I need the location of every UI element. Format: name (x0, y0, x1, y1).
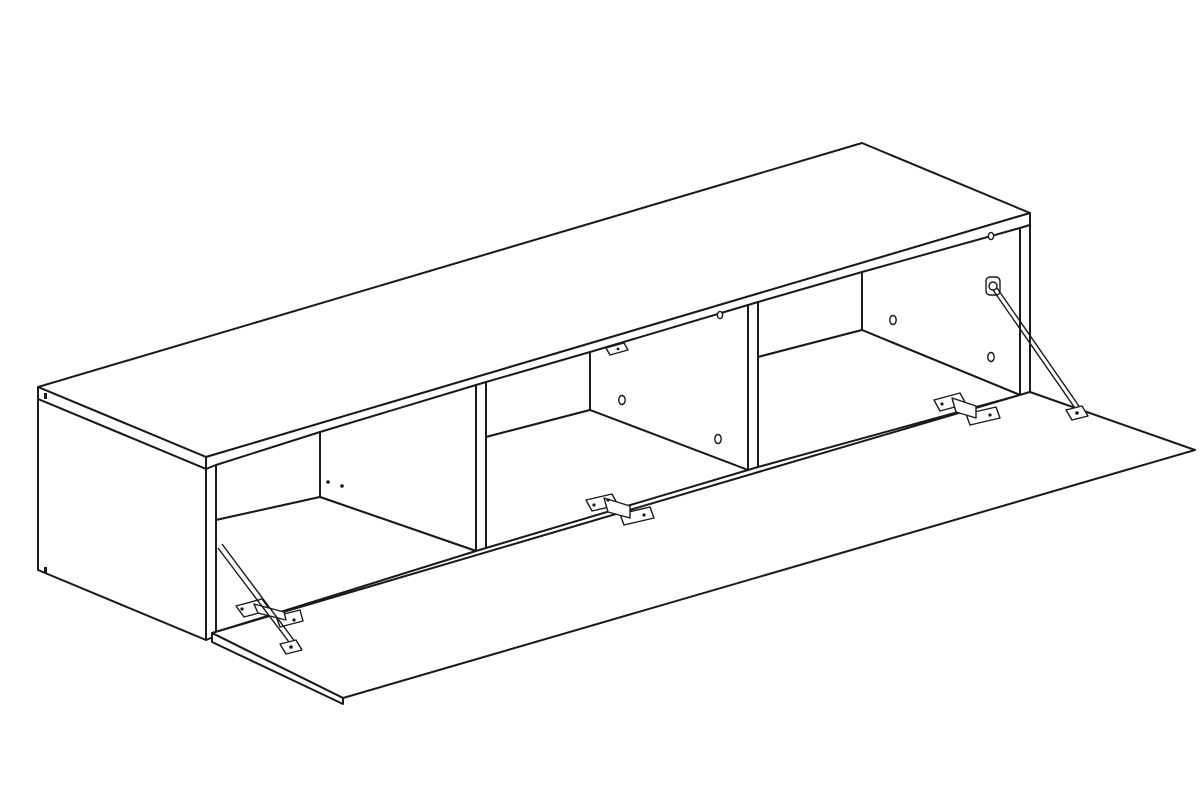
hinge-plate (275, 609, 304, 628)
mounting-hole (987, 231, 995, 241)
hinge-plate (965, 406, 1001, 426)
lid-stay-right (985, 276, 1089, 421)
hinge-left (235, 598, 304, 628)
hinge-screw (606, 498, 610, 502)
shelf-pin-hole (326, 480, 330, 484)
hinge-screw (292, 618, 296, 622)
hinge-middle (585, 493, 655, 526)
hinge-knuckle (253, 603, 287, 621)
hinge-knuckle (603, 497, 631, 519)
left-side-front-edge (205, 464, 217, 641)
compartment-right (757, 227, 1021, 468)
shelf-pin-hole (340, 484, 344, 488)
divider-right (747, 301, 759, 471)
drop-down-flap (211, 391, 1196, 705)
hinge-screw (988, 413, 992, 417)
hinge-screw (642, 513, 646, 517)
stay-rod (992, 289, 1078, 412)
hinge-plate (619, 506, 655, 526)
hinge-screw (940, 402, 944, 406)
stay-rod (996, 287, 1082, 410)
mounting-hole (618, 394, 626, 406)
hinge-screw (592, 503, 596, 507)
stay-mount-pivot (988, 281, 998, 291)
hinge-screw (240, 607, 244, 611)
lid-stay-left (217, 543, 303, 655)
compartment-left (215, 384, 477, 633)
cabinet-body (37, 142, 1031, 641)
divider-left (475, 381, 487, 552)
bracket-screw (616, 347, 620, 351)
hinge-right (933, 392, 1001, 426)
right-side-front-edge (1019, 224, 1031, 396)
hinge-knuckle (951, 397, 977, 419)
left-panel-marker-top (44, 393, 47, 399)
stay-pivot (289, 645, 293, 649)
mounting-hole (714, 433, 722, 445)
left-panel-marker-bottom (44, 567, 47, 573)
hinge-bracket-upper-middle (605, 342, 629, 356)
stay-rod (217, 547, 293, 647)
mounting-hole (716, 310, 724, 320)
stay-rod (221, 543, 297, 644)
compartment-middle (485, 304, 749, 549)
stay-pivot (1075, 411, 1079, 415)
flap-panel-front-edge (211, 632, 344, 705)
mounting-hole (889, 314, 897, 326)
mounting-hole (987, 351, 995, 363)
